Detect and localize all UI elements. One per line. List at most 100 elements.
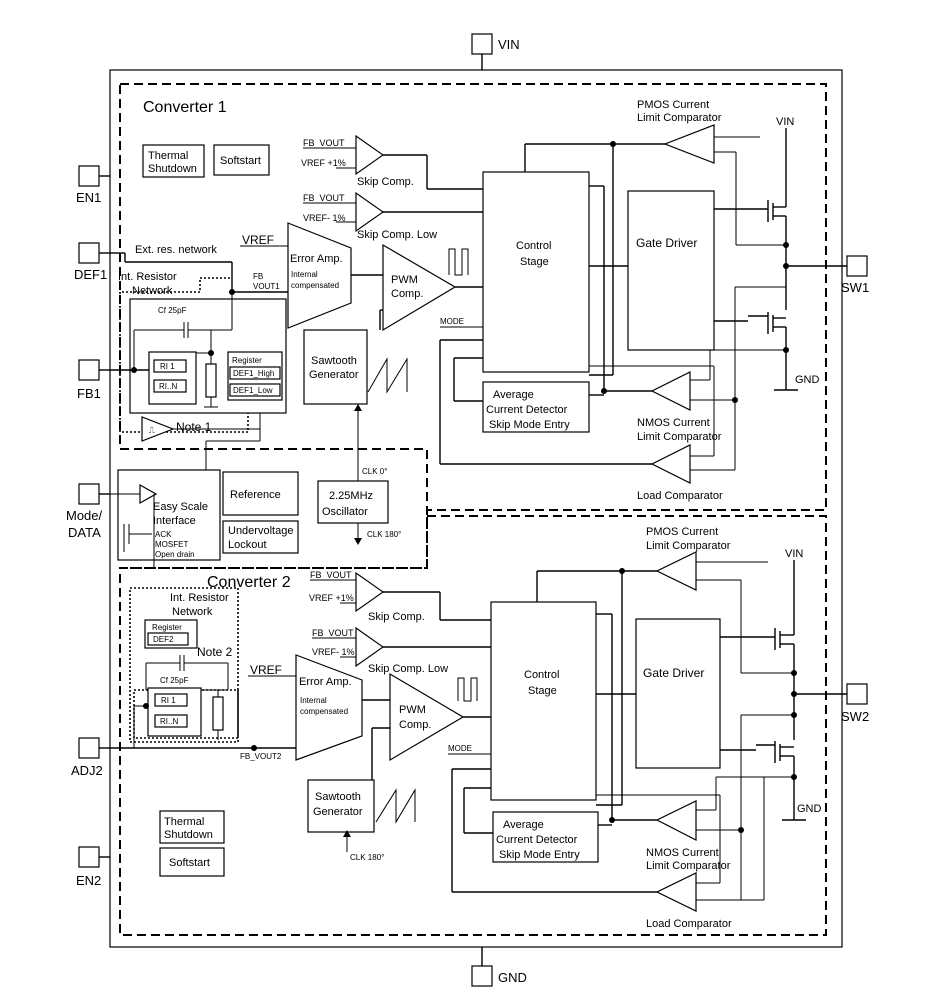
svg-text:VIN: VIN [498, 37, 520, 52]
control-stage-2: Control Stage [490, 601, 597, 801]
svg-text:⎍: ⎍ [149, 426, 155, 435]
sawtooth-generator-2: Sawtooth Generator CLK 180° [307, 779, 416, 862]
svg-text:Comp.: Comp. [399, 719, 431, 731]
svg-text:ADJ2: ADJ2 [71, 763, 103, 778]
power-stage-1: VIN GND [714, 116, 820, 391]
pwm-comp-1: PWM Comp. [379, 243, 483, 332]
pin-sw2: SW2 [794, 683, 869, 724]
svg-text:Undervoltage: Undervoltage [228, 525, 293, 537]
svg-text:Note 1: Note 1 [176, 420, 212, 434]
svg-text:Easy Scale: Easy Scale [153, 501, 208, 513]
oscillator: 2.25MHz Oscillator CLK 0° CLK 180° [317, 404, 401, 545]
svg-text:FB_VOUT2: FB_VOUT2 [240, 752, 282, 761]
thermal-shutdown-1: Thermal Shutdown [142, 144, 205, 178]
svg-text:FB_VOUT: FB_VOUT [312, 628, 354, 638]
svg-text:Skip Comp.: Skip Comp. [368, 611, 425, 623]
thermal-shutdown-2: Thermal Shutdown [159, 810, 225, 844]
svg-text:Network: Network [132, 285, 173, 297]
svg-text:Limit Comparator: Limit Comparator [637, 431, 722, 443]
pin-vin: VIN [471, 33, 520, 70]
svg-text:Gate Driver: Gate Driver [636, 236, 697, 250]
feedback-network-2: Int. Resistor Network Register DEF2 Note… [110, 587, 296, 761]
svg-text:Skip Comp. Low: Skip Comp. Low [368, 663, 448, 675]
svg-text:Softstart: Softstart [169, 857, 210, 869]
svg-text:SW2: SW2 [841, 709, 869, 724]
svg-text:Mode/: Mode/ [66, 508, 103, 523]
skip-comp-low-1: FB_VOUT VREF- 1% Skip Comp. Low [303, 191, 483, 241]
undervoltage-lockout: Undervoltage Lockout [222, 520, 299, 554]
svg-text:VOUT1: VOUT1 [253, 282, 280, 291]
svg-text:GND: GND [498, 970, 527, 985]
svg-text:RI..N: RI..N [159, 382, 177, 391]
svg-text:DEF2: DEF2 [153, 635, 174, 644]
svg-text:DEF1_High: DEF1_High [233, 369, 274, 378]
pin-fb1: FB1 [77, 359, 110, 401]
svg-text:EN2: EN2 [76, 873, 101, 888]
svg-text:Register: Register [232, 356, 262, 365]
svg-text:Cf 25pF: Cf 25pF [158, 306, 187, 315]
svg-text:FB_VOUT: FB_VOUT [303, 193, 345, 203]
svg-text:Softstart: Softstart [220, 155, 261, 167]
svg-text:NMOS Current: NMOS Current [637, 417, 710, 429]
softstart-2: Softstart [159, 847, 225, 877]
svg-text:2.25MHz: 2.25MHz [329, 490, 373, 502]
svg-text:PMOS Current: PMOS Current [646, 526, 718, 538]
svg-text:Limit Comparator: Limit Comparator [646, 540, 731, 552]
control-stage-1: Control Stage [482, 171, 590, 373]
svg-text:Limit Comparator: Limit Comparator [646, 860, 731, 872]
svg-text:Open drain: Open drain [155, 550, 195, 559]
svg-text:Skip Comp. Low: Skip Comp. Low [357, 229, 437, 241]
svg-text:Control: Control [516, 240, 551, 252]
svg-text:VREF +1%: VREF +1% [301, 158, 346, 168]
svg-text:compensated: compensated [300, 707, 348, 716]
skip-comp-low-2: FB_VOUT VREF- 1% Skip Comp. Low [312, 626, 491, 675]
skip-comp-2: FB_VOUT VREF +1% Skip Comp. [309, 570, 491, 623]
gate-driver-2: Gate Driver [635, 618, 721, 769]
svg-text:VIN: VIN [776, 116, 794, 128]
pmos-limit-comp-2: PMOS Current Limit Comparator [536, 526, 794, 806]
svg-text:CLK 180°: CLK 180° [350, 853, 384, 862]
svg-text:compensated: compensated [291, 281, 339, 290]
svg-text:Reference: Reference [230, 489, 281, 501]
svg-text:DEF1: DEF1 [74, 267, 107, 282]
pwm-comp-2: PWM Comp. [371, 672, 491, 780]
svg-text:FB1: FB1 [77, 386, 101, 401]
easy-scale-interface: Easy Scale Interface ACK MOSFET Open dra… [110, 429, 261, 568]
svg-text:Comp.: Comp. [391, 288, 423, 300]
svg-text:Thermal: Thermal [164, 816, 204, 828]
svg-text:Error Amp.: Error Amp. [299, 676, 352, 688]
avg-current-detector-2: Average Current Detector Skip Mode Entry [463, 787, 612, 863]
svg-text:Note 2: Note 2 [197, 645, 233, 659]
nmos-limit-comp-1: NMOS Current Limit Comparator [589, 185, 786, 470]
svg-text:GND: GND [797, 803, 822, 815]
reference: Reference [222, 471, 299, 516]
svg-text:Int. Resistor: Int. Resistor [118, 271, 177, 283]
svg-text:GND: GND [795, 374, 820, 386]
svg-text:DATA: DATA [68, 525, 101, 540]
svg-text:Network: Network [172, 606, 213, 618]
svg-text:Average: Average [493, 389, 534, 401]
svg-text:MODE: MODE [440, 317, 464, 326]
power-stage-2: VIN GND [720, 548, 822, 821]
svg-text:Oscillator: Oscillator [322, 506, 368, 518]
svg-text:RI..N: RI..N [160, 717, 178, 726]
svg-text:Internal: Internal [291, 270, 318, 279]
svg-text:Generator: Generator [313, 806, 363, 818]
svg-text:Skip Mode Entry: Skip Mode Entry [499, 849, 580, 861]
pin-en1: EN1 [76, 165, 110, 205]
svg-text:Control: Control [524, 669, 559, 681]
svg-text:SW1: SW1 [841, 280, 869, 295]
sawtooth-generator-1: Sawtooth Generator [303, 329, 408, 405]
svg-text:RI 1: RI 1 [161, 696, 176, 705]
svg-text:VIN: VIN [785, 548, 803, 560]
pin-gnd: GND [471, 947, 527, 987]
pmos-limit-comp-1: PMOS Current Limit Comparator [524, 99, 786, 376]
pin-sw1: SW1 [786, 255, 869, 295]
converter1-title: Converter 1 [143, 99, 227, 116]
svg-text:Sawtooth: Sawtooth [311, 355, 357, 367]
svg-text:Thermal: Thermal [148, 150, 188, 162]
feedback-network-1: Ext. res. network Int. Resistor Network … [110, 244, 288, 442]
svg-text:VREF- 1%: VREF- 1% [303, 213, 346, 223]
svg-text:CLK 0°: CLK 0° [362, 467, 387, 476]
